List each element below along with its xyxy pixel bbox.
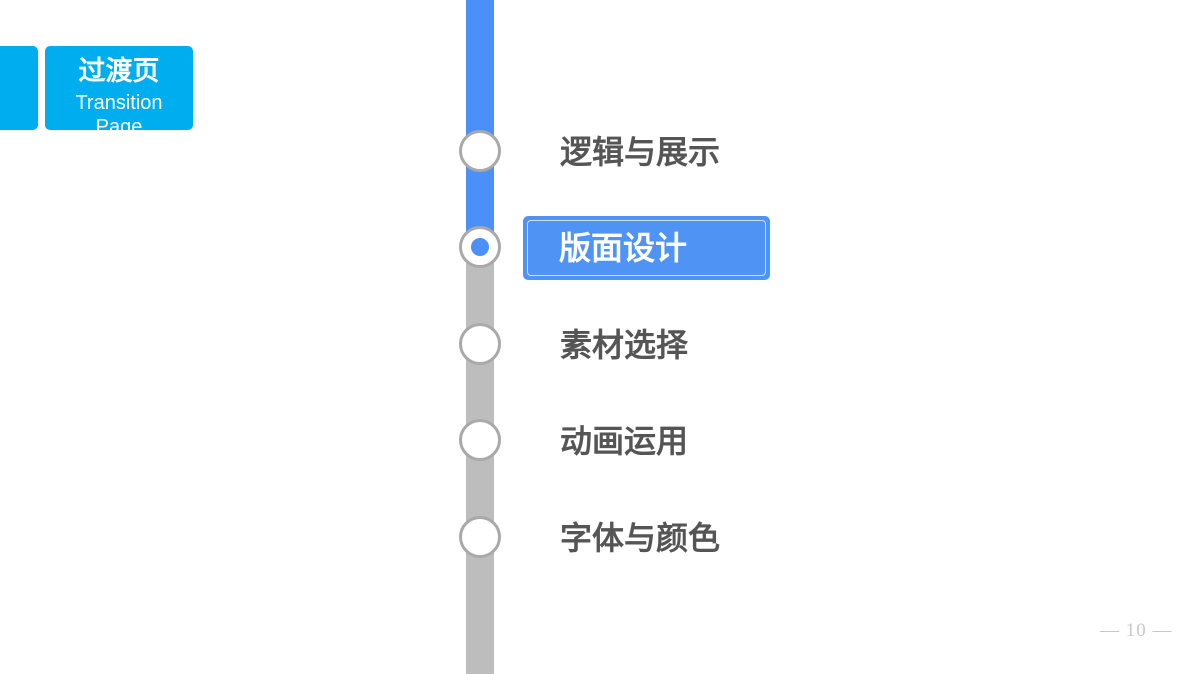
timeline-item-label[interactable]: 字体与颜色 bbox=[560, 519, 721, 557]
active-dot-icon bbox=[471, 238, 489, 256]
timeline-progress-line bbox=[466, 0, 494, 248]
timeline-item-label: 版面设计 bbox=[559, 229, 688, 267]
timeline-item-label[interactable]: 逻辑与展示 bbox=[560, 133, 721, 171]
section-title: 过渡页 bbox=[78, 56, 160, 87]
timeline-node[interactable] bbox=[459, 419, 501, 461]
section-subtitle: Transition Page bbox=[75, 92, 163, 138]
timeline-item-label[interactable]: 动画运用 bbox=[560, 422, 689, 460]
section-title-badge: 过渡页 Transition Page bbox=[45, 46, 193, 138]
page-number: — 10 — bbox=[1100, 620, 1173, 641]
timeline-node[interactable] bbox=[459, 516, 501, 558]
timeline-item-active[interactable]: 版面设计 bbox=[523, 216, 770, 280]
timeline-node[interactable] bbox=[459, 130, 501, 172]
section-tab-stub bbox=[0, 46, 38, 130]
timeline-node[interactable] bbox=[459, 323, 501, 365]
timeline-node-active[interactable] bbox=[459, 226, 501, 268]
active-box-border bbox=[527, 220, 766, 276]
timeline-track-line bbox=[466, 248, 494, 674]
timeline-item-label[interactable]: 素材选择 bbox=[560, 326, 689, 364]
